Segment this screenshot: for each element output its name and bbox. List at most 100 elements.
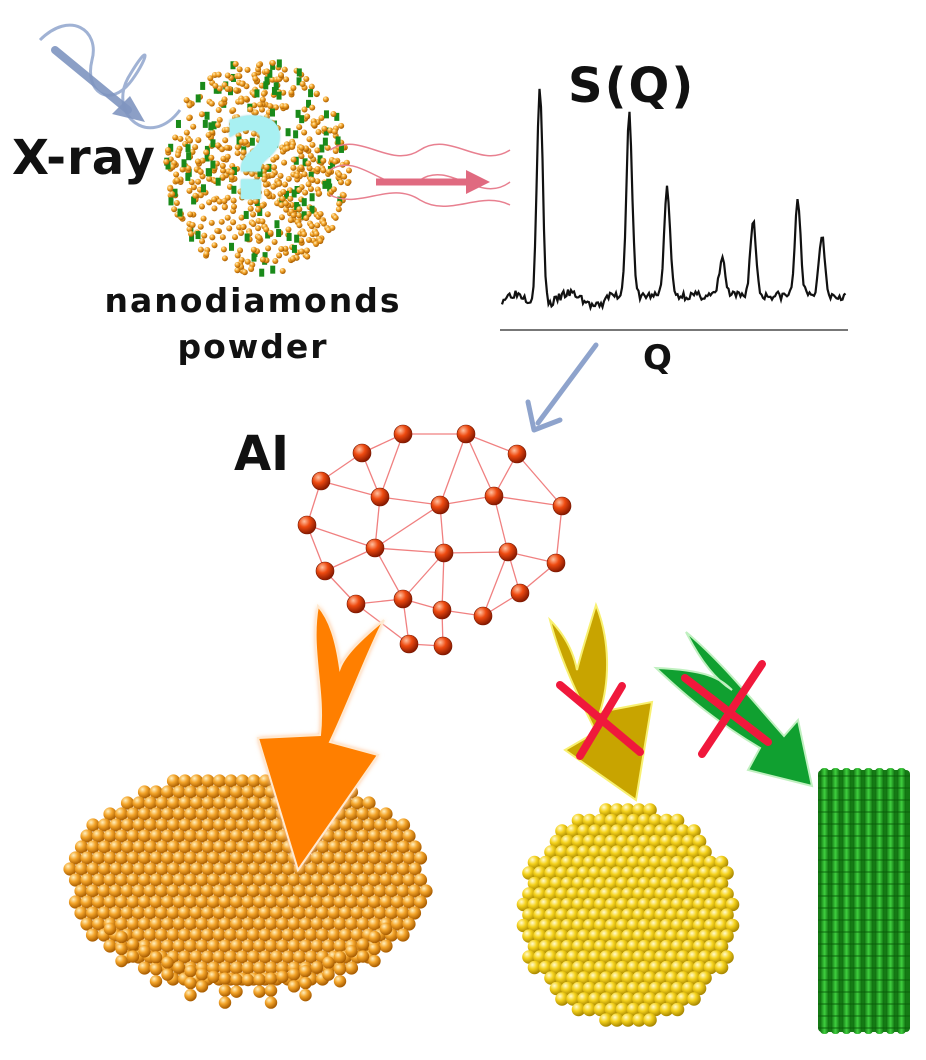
yellow-cluster-atom: [698, 887, 712, 901]
powder-orange-particle: [259, 96, 266, 103]
orange-cluster-atom: [315, 928, 330, 942]
orange-cluster-atom: [103, 851, 117, 865]
orange-cluster-atom: [200, 928, 215, 942]
powder-green-particle: [165, 161, 171, 170]
orange-cluster-atom: [287, 917, 301, 931]
powder-orange-particle: [338, 122, 345, 129]
orange-cluster-atom: [321, 939, 336, 953]
yellow-cluster-atom: [703, 960, 718, 975]
orange-cluster-atom: [177, 884, 192, 898]
powder-orange-particle: [317, 238, 324, 245]
powder-orange-particle: [215, 71, 222, 78]
powder-orange-particle: [226, 225, 233, 232]
powder-green-particle: [202, 119, 208, 128]
powder-orange-particle: [224, 126, 231, 133]
powder-orange-particle: [242, 158, 249, 165]
yellow-cluster-atom: [681, 960, 696, 975]
orange-cluster-atom: [223, 884, 238, 898]
powder-orange-particle: [234, 150, 241, 157]
orange-cluster-atom: [137, 961, 152, 975]
yellow-cluster-atom: [665, 908, 679, 922]
orange-cluster-atom: [68, 895, 83, 909]
yellow-cluster-atom: [687, 971, 701, 985]
yellow-cluster-atom: [549, 855, 564, 870]
orange-cluster-atom: [229, 917, 244, 931]
orange-cluster-atom: [195, 917, 209, 931]
yellow-cluster-atom: [670, 1002, 685, 1017]
orange-cluster-atom: [275, 873, 290, 887]
orange-cluster-atom: [299, 976, 312, 990]
powder-orange-particle: [289, 255, 296, 262]
powder-orange-particle: [243, 169, 250, 176]
yellow-cluster-atom: [533, 866, 547, 880]
orange-cluster-atom: [299, 964, 312, 978]
orange-cluster-atom: [246, 884, 261, 898]
orange-cluster-atom: [183, 807, 198, 821]
ai-network-node: [473, 606, 493, 626]
powder-green-particle: [177, 208, 183, 217]
ai-network-edge: [482, 551, 509, 617]
powder-green-particle: [259, 268, 265, 277]
powder-orange-particle: [314, 166, 321, 173]
yellow-cluster-atom: [588, 992, 602, 1006]
powder-orange-particle: [308, 83, 315, 90]
yellow-cluster-atom: [560, 960, 575, 975]
yellow-cluster-atom: [632, 845, 646, 859]
yellow-cluster-atom: [582, 855, 597, 870]
yellow-cluster-atom: [665, 887, 679, 901]
powder-orange-particle: [320, 220, 327, 227]
orange-cluster-atom: [223, 928, 238, 942]
yellow-cluster-atom: [604, 918, 619, 933]
orange-cluster-atom: [241, 829, 255, 843]
orange-cluster-atom: [224, 840, 238, 854]
yellow-cluster-atom: [593, 834, 608, 849]
powder-orange-particle: [298, 164, 305, 171]
yellow-cluster-atom: [632, 908, 646, 922]
orange-cluster-atom: [235, 818, 250, 832]
powder-orange-particle: [222, 137, 229, 144]
yellow-cluster-atom: [593, 855, 608, 870]
yellow-cluster-atom: [621, 803, 635, 817]
orange-cluster-atom: [310, 939, 324, 953]
yellow-cluster-atom: [555, 950, 569, 964]
yellow-cluster-atom: [648, 813, 663, 828]
yellow-cluster-atom: [670, 897, 685, 912]
yellow-cluster-atom: [626, 960, 641, 975]
powder-orange-particle: [239, 80, 246, 87]
orange-cluster-atom: [189, 928, 203, 942]
powder-orange-particle: [276, 252, 283, 259]
orange-cluster-atom: [413, 895, 428, 909]
orange-cluster-atom: [252, 851, 267, 865]
yellow-cluster-atom: [593, 981, 608, 996]
powder-green-particle: [294, 234, 300, 243]
yellow-cluster-atom: [637, 813, 652, 828]
orange-cluster-atom: [258, 840, 273, 854]
orange-cluster-atom: [126, 950, 140, 963]
yellow-cluster-atom: [654, 845, 668, 859]
yellow-cluster-atom: [533, 950, 547, 964]
yellow-cluster-atom: [698, 845, 712, 859]
yellow-cluster-atom: [615, 981, 630, 996]
yellow-cluster-atom: [637, 897, 652, 912]
powder-orange-particle: [285, 175, 292, 182]
powder-orange-particle: [256, 131, 263, 138]
yellow-cluster-atom: [621, 929, 635, 943]
orange-cluster-atom: [310, 873, 324, 887]
powder-orange-particle: [320, 167, 327, 174]
orange-cluster-atom: [287, 968, 301, 981]
powder-orange-particle: [237, 188, 244, 195]
powder-green-particle: [270, 108, 276, 117]
yellow-cluster-atom: [604, 855, 619, 870]
orange-cluster-atom: [114, 895, 129, 909]
yellow-cluster-atom: [610, 845, 624, 859]
yellow-cluster-atom: [571, 897, 586, 912]
orange-cluster-atom: [126, 851, 140, 865]
powder-orange-particle: [277, 72, 284, 79]
yellow-cluster-atom: [615, 897, 630, 912]
orange-cluster-atom: [137, 785, 152, 799]
powder-orange-particle: [255, 206, 262, 213]
orange-cluster-atom: [281, 862, 296, 876]
powder-orange-particle: [230, 107, 237, 114]
powder-orange-particle: [341, 173, 348, 180]
orange-cluster-atom: [74, 840, 89, 854]
